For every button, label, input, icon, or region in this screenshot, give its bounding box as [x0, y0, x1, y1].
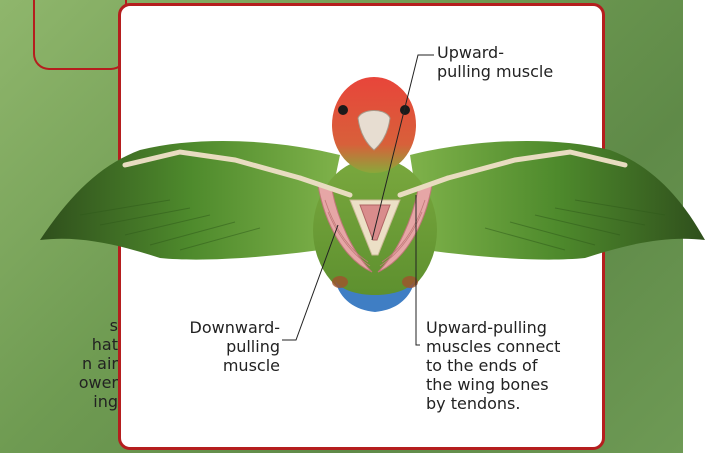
left-eye: [338, 105, 348, 115]
label-upward-pulling-muscle: Upward- pulling muscle: [437, 43, 553, 81]
label-tendons: Upward-pulling muscles connect to the en…: [426, 318, 560, 413]
right-wing: [410, 141, 705, 260]
label-downward-pulling-muscle: Downward- pulling muscle: [168, 318, 280, 375]
left-wing: [40, 141, 340, 260]
